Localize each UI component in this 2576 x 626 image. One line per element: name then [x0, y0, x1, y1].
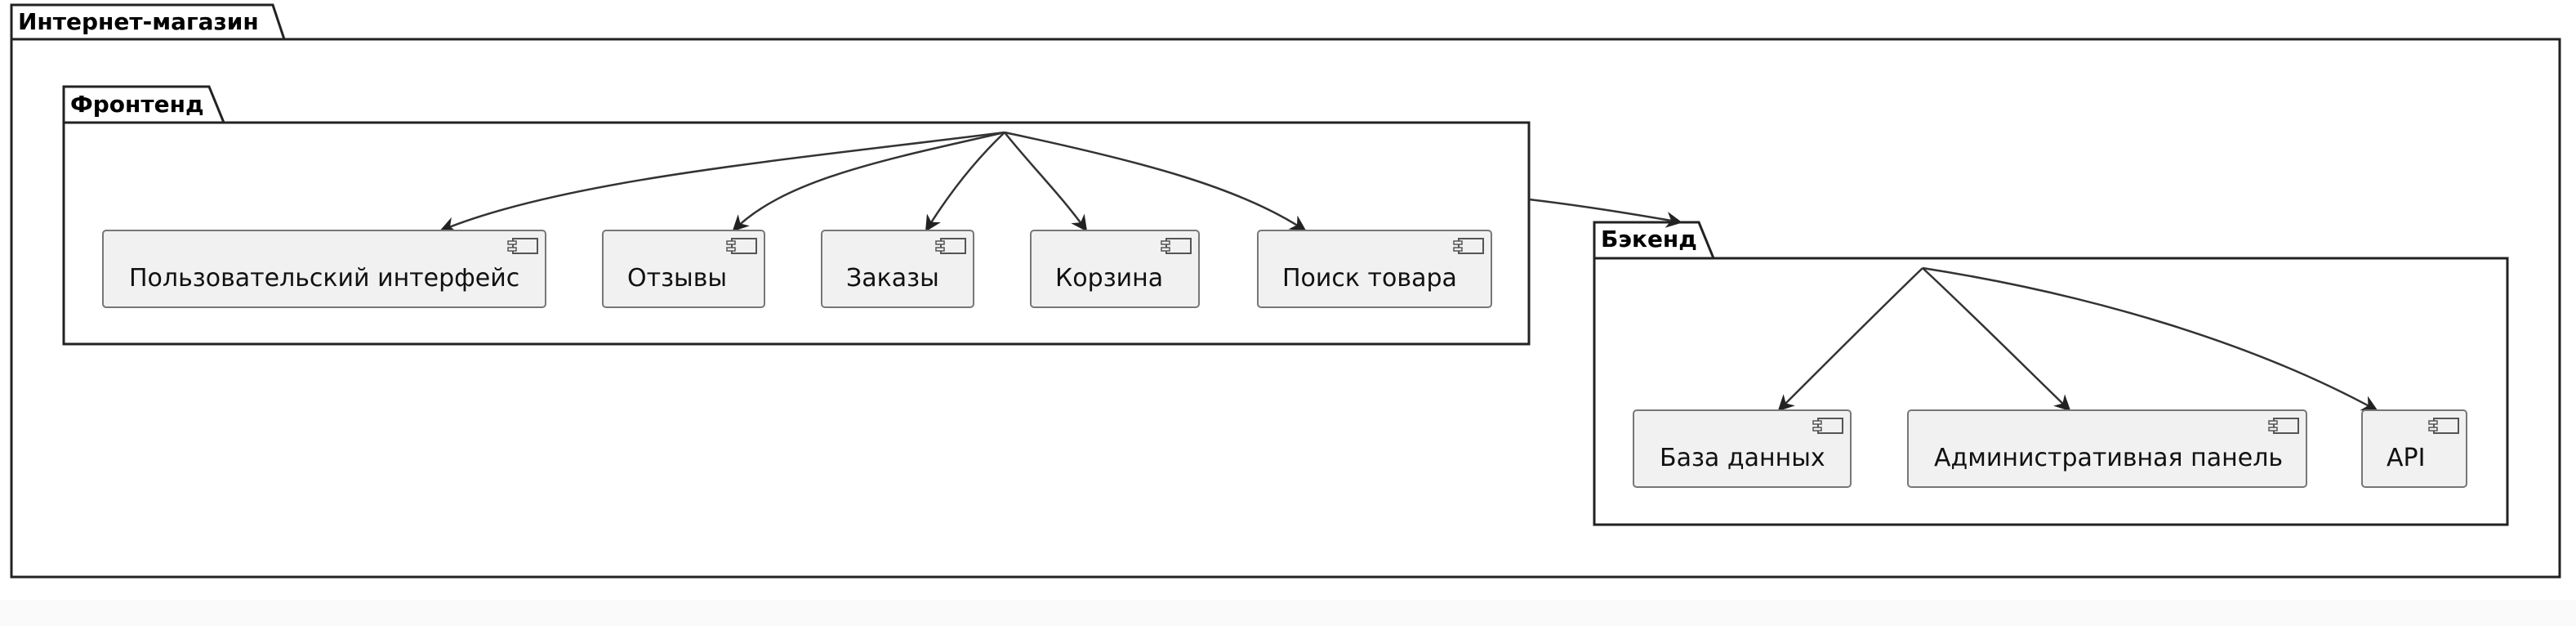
component-icon	[1812, 418, 1843, 434]
edge-frontend-to-orders	[925, 132, 1005, 232]
edge-backend-to-admin	[1922, 267, 2071, 412]
package-title-backend: Бэкенд	[1601, 226, 1697, 253]
component-icon	[726, 238, 757, 254]
component-icon	[1453, 238, 1484, 254]
component-user-interface[interactable]: Пользовательский интерфейс	[102, 230, 546, 308]
component-label: Заказы	[846, 264, 939, 293]
component-icon	[2268, 418, 2299, 434]
edge-frontend-to-backend	[1528, 198, 1682, 228]
component-orders[interactable]: Заказы	[821, 230, 974, 308]
component-icon	[2428, 418, 2459, 434]
component-admin-panel[interactable]: Административная панель	[1907, 409, 2307, 488]
canvas-bottom-band	[0, 600, 2576, 626]
edge-frontend-to-reviews	[732, 131, 1005, 232]
component-label: База данных	[1660, 444, 1825, 472]
component-icon	[1161, 238, 1192, 254]
edge-frontend-to-ui	[439, 131, 1005, 233]
edge-frontend-to-cart	[1004, 132, 1088, 232]
edge-backend-to-database	[1777, 267, 1923, 412]
package-title-online-store: Интернет-магазин	[18, 8, 259, 35]
package-title-frontend: Фронтенд	[70, 91, 204, 118]
component-label: Пользовательский интерфейс	[129, 264, 519, 293]
component-label: Корзина	[1055, 264, 1163, 293]
component-label: Административная панель	[1934, 444, 2283, 472]
component-api[interactable]: API	[2361, 409, 2467, 488]
component-database[interactable]: База данных	[1633, 409, 1852, 488]
component-product-search[interactable]: Поиск товара	[1257, 230, 1492, 308]
component-label: Поиск товара	[1282, 264, 1457, 293]
component-label: Отзывы	[627, 264, 727, 293]
edge-frontend-to-search	[1004, 131, 1307, 232]
component-reviews[interactable]: Отзывы	[602, 230, 765, 308]
edge-backend-to-api	[1922, 266, 2378, 412]
component-icon	[935, 238, 966, 254]
component-icon	[507, 238, 538, 254]
component-cart[interactable]: Корзина	[1030, 230, 1200, 308]
component-label: API	[2387, 444, 2425, 472]
